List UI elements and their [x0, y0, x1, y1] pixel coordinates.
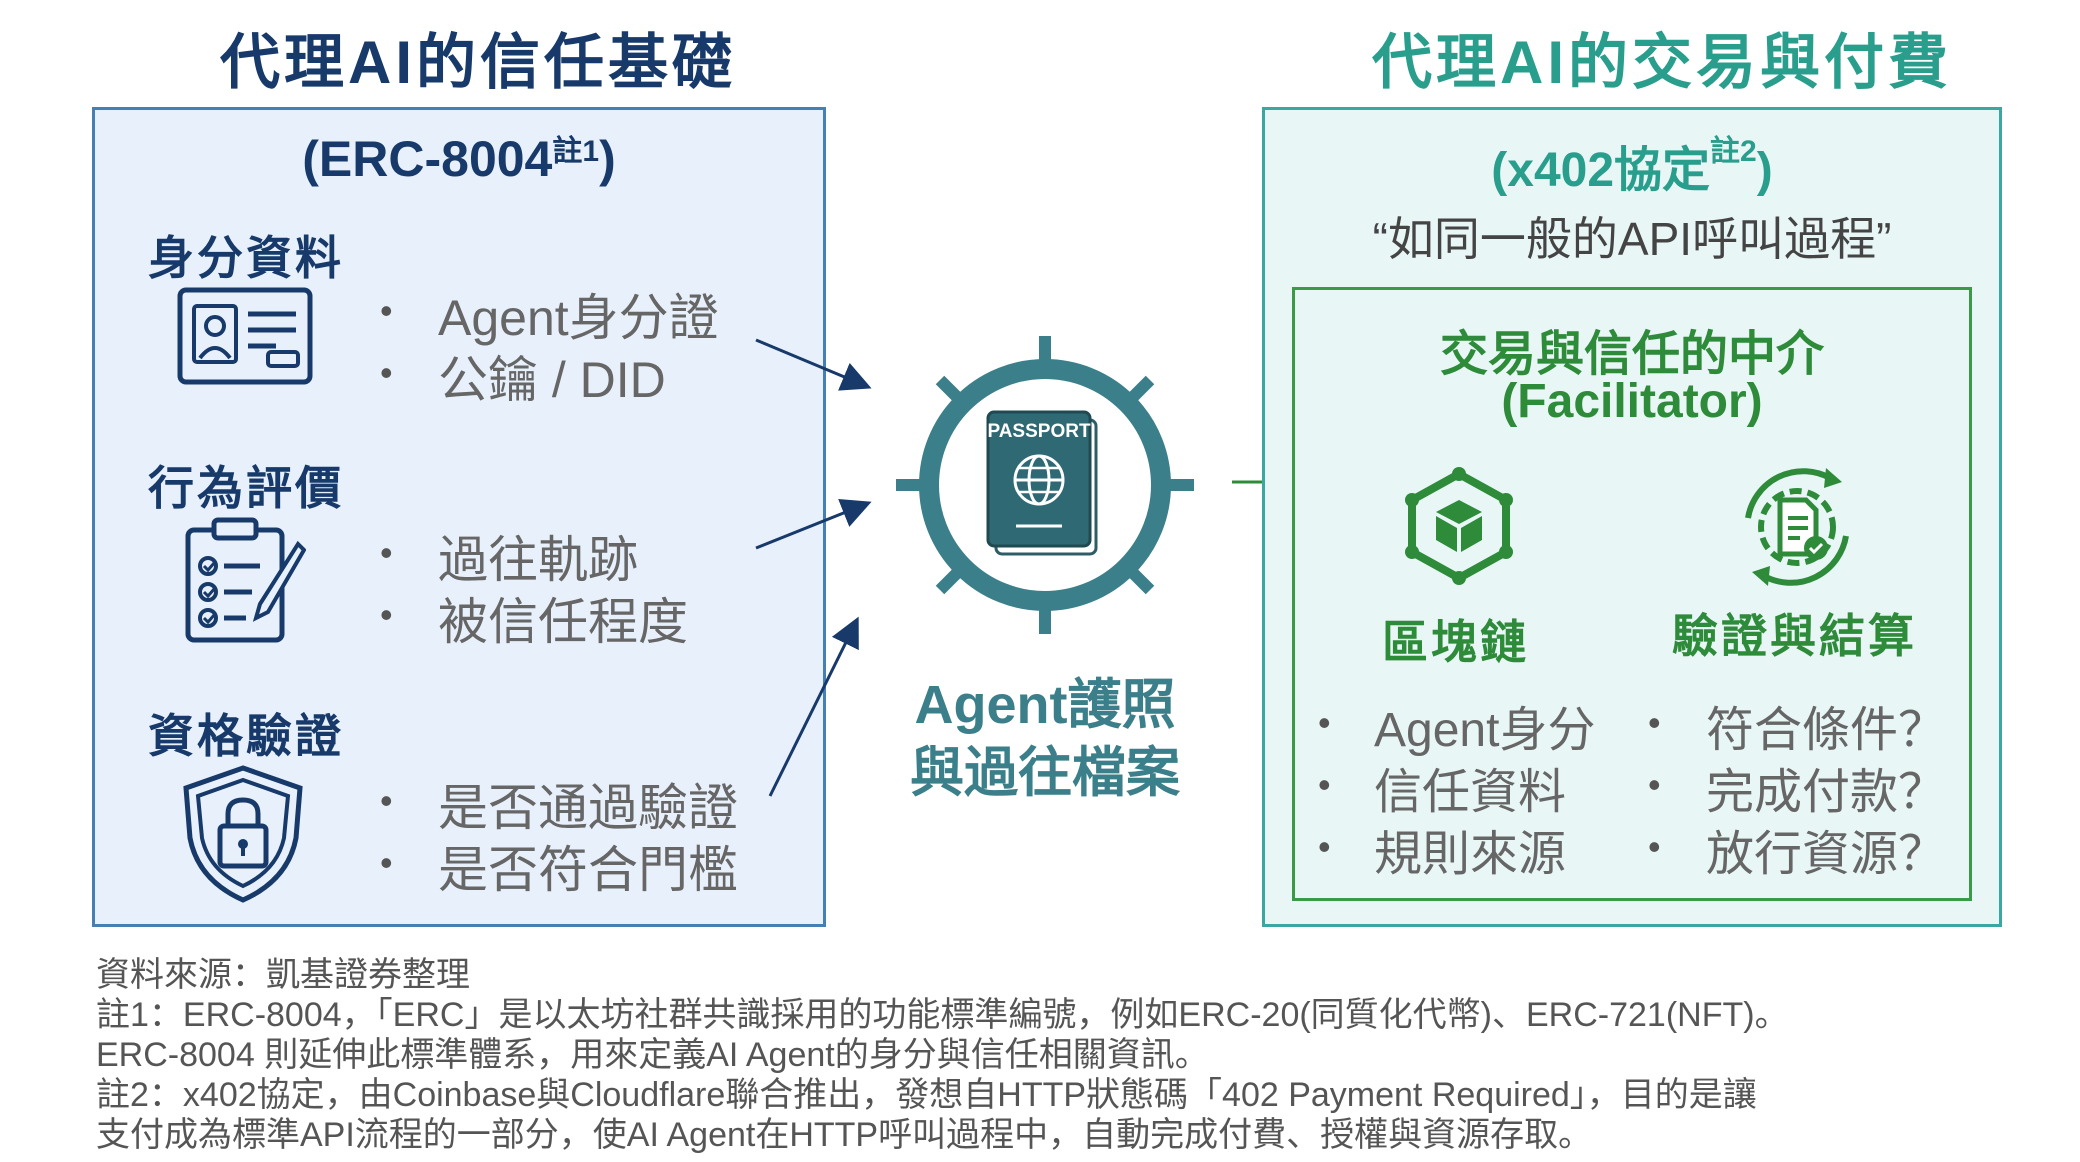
passport-gear-icon: PASSPORT [896, 336, 1194, 634]
column-title-blockchain: 區塊鏈 [1382, 616, 1529, 668]
footnote-1-line2: ERC-8004 則延伸此標準體系，用來定義AI Agent的身分與信任相關資訊… [96, 1036, 1209, 1074]
shield-lock-icon [183, 765, 303, 903]
footnote-2-line2: 支付成為標準API流程的一部分，使AI Agent在HTTP呼叫過程中，自動完成… [96, 1116, 1593, 1154]
note-2-marker: 註2 [1710, 135, 1757, 168]
facilitator-title: 交易與信任的中介 [1439, 328, 1824, 381]
document-gear-icon [1745, 468, 1849, 586]
bullet-dot: • [380, 842, 393, 883]
left-header: 代理AI的信任基礎 [220, 29, 736, 96]
bullet-dot: • [380, 290, 393, 331]
bullet-dot: • [380, 352, 393, 393]
bullet-release-resources: 放行資源？ [1706, 828, 1947, 881]
facilitator-subtitle: (Facilitator) [1501, 375, 1763, 428]
bullet-dot: • [380, 532, 393, 573]
facilitator-box [1292, 287, 1972, 901]
note-1-marker: 註1 [552, 135, 600, 168]
api-call-quote: “如同一般的API呼叫過程” [1372, 213, 1892, 265]
x402-protocol-title: (x402協定註2) [1491, 135, 1773, 197]
column-title-verify-settle: 驗證與結算 [1672, 610, 1917, 662]
section-title-identity: 身分資料 [148, 232, 344, 284]
bullet-dot: • [1648, 702, 1661, 743]
blockchain-cube-icon [1405, 467, 1513, 585]
footnotes: 資料來源：凱基證券整理 註1：ERC-8004，「ERC」是以太坊社群共識採用的… [96, 955, 1789, 1155]
bullet-public-key: 公鑰 / DID [438, 352, 666, 408]
transaction-payment-panel [1262, 107, 2002, 927]
passport-caption-line2: 與過往檔案 [910, 743, 1180, 803]
section-title-qualification: 資格驗證 [148, 710, 344, 762]
footnote-1-line1: 註1：ERC-8004，「ERC」是以太坊社群共識採用的功能標準編號，例如ERC… [96, 996, 1789, 1034]
bullet-dot: • [380, 780, 393, 821]
bullet-trust-level: 被信任程度 [438, 594, 688, 650]
passport-caption-line1: Agent護照 [914, 675, 1176, 735]
section-title-behavior: 行為評價 [148, 462, 344, 514]
bullet-payment-done: 完成付款？ [1706, 766, 1947, 819]
source-note: 資料來源：凱基證券整理 [96, 956, 470, 994]
bullet-dot: • [1318, 702, 1331, 743]
bullet-conditions-met: 符合條件？ [1706, 704, 1947, 757]
id-card-icon [177, 287, 313, 385]
right-header: 代理AI的交易與付費 [1372, 29, 1952, 96]
bullet-dot: • [1648, 826, 1661, 867]
bullet-threshold: 是否符合門檻 [438, 842, 738, 898]
passport-label: PASSPORT [987, 421, 1091, 442]
arrow-identity-to-passport [755, 338, 872, 391]
bullet-agent-id: Agent身分證 [438, 290, 719, 346]
footnote-2-line1: 註2：x402協定，由Coinbase與Cloudflare聯合推出，發想自HT… [96, 1076, 1757, 1114]
bullet-verified: 是否通過驗證 [438, 780, 738, 836]
bullet-dot: • [380, 594, 393, 635]
bullet-agent-identity: Agent身分 [1374, 704, 1596, 757]
bullet-rule-source: 規則來源 [1374, 828, 1567, 881]
bullet-dot: • [1318, 826, 1331, 867]
clipboard-checklist-icon [185, 517, 306, 643]
bullet-dot: • [1318, 764, 1331, 805]
arrow-behavior-to-passport [755, 498, 872, 550]
bullet-trust-data: 信任資料 [1374, 766, 1567, 819]
bullet-past-track: 過往軌跡 [438, 532, 638, 588]
bullet-dot: • [1648, 764, 1661, 805]
arrow-qualification-to-passport [768, 616, 859, 797]
erc-standard-title: (ERC-8004註1) [302, 131, 616, 187]
